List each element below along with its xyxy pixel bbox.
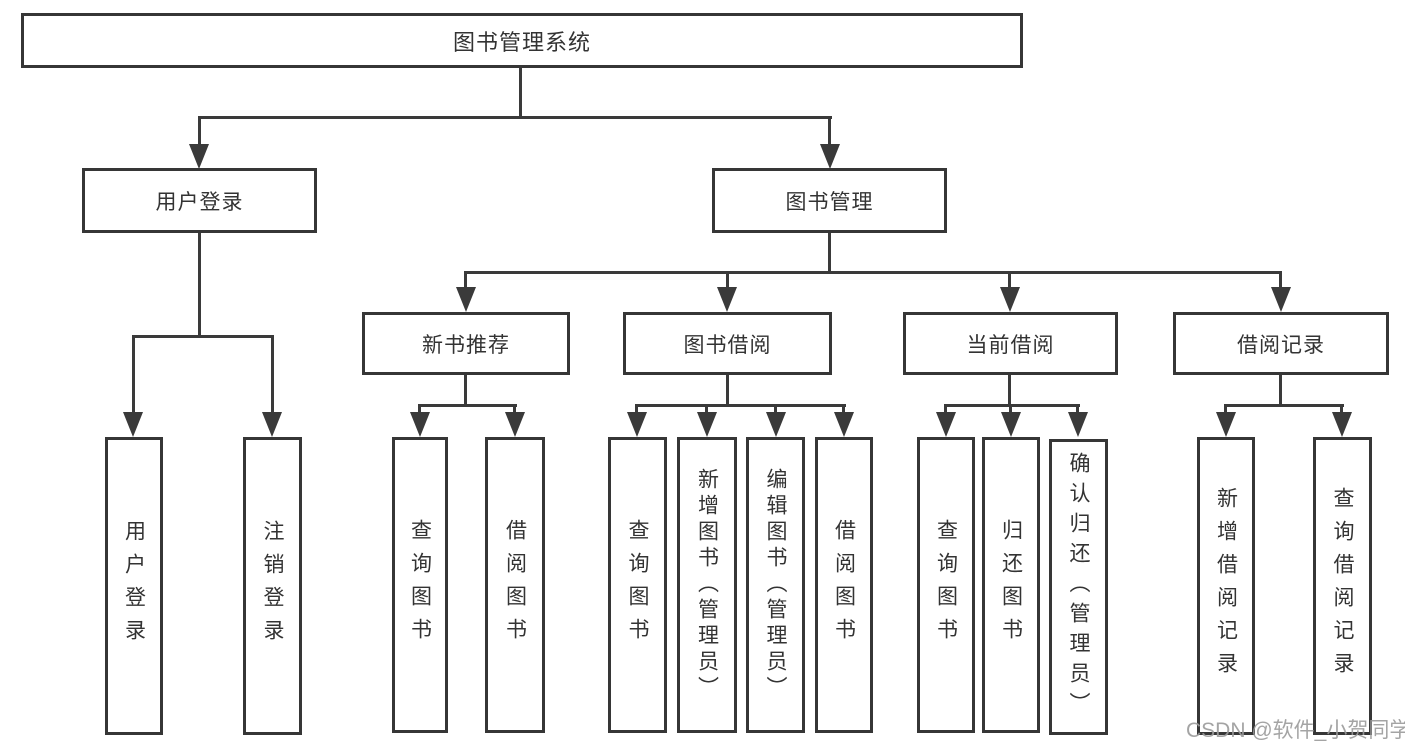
connector-bb-drop	[726, 375, 729, 407]
connector-stub-book-mgmt	[828, 116, 831, 148]
connector-user-drop	[198, 233, 201, 338]
node-root: 图书管理系统	[21, 13, 1023, 68]
node-leaf-user-login: 用户登录	[105, 437, 163, 735]
node-book-mgmt-label: 图书管理	[785, 190, 874, 214]
arrowhead-rec-query	[410, 412, 430, 437]
connector-stub-book-borrow	[726, 271, 729, 293]
connector-stub-rec-query	[418, 404, 421, 418]
node-new-book-rec-label: 新书推荐	[422, 333, 510, 357]
watermark: CSDN @软件_小贺同学	[1186, 719, 1405, 742]
connector-stub-cb-confirm	[1076, 404, 1079, 418]
connector-level1-spread	[198, 116, 832, 119]
node-bb-edit-books-label: 编辑图书（管理员）	[764, 468, 787, 702]
arrowhead-book-mgmt	[820, 144, 840, 169]
connector-cb-spread	[945, 404, 1080, 407]
node-borrow-records: 借阅记录	[1173, 312, 1389, 375]
connector-stub-br-query	[1340, 404, 1343, 418]
connector-user-spread	[132, 335, 274, 338]
connector-level3-spread	[464, 271, 1282, 274]
node-leaf-logout: 注销登录	[243, 437, 302, 735]
node-user-login: 用户登录	[82, 168, 317, 233]
node-cb-confirm-return-label: 确认归还（管理员）	[1067, 452, 1090, 722]
connector-rec-drop	[464, 375, 467, 407]
node-bb-query-books: 查询图书	[608, 437, 667, 733]
arrowhead-bb-query	[627, 412, 647, 437]
connector-stub-borrow-records	[1279, 271, 1282, 293]
node-br-query-record: 查询借阅记录	[1313, 437, 1372, 735]
arrowhead-borrow-records	[1271, 287, 1291, 312]
node-book-mgmt: 图书管理	[712, 168, 947, 233]
arrowhead-leaf-user-login	[123, 412, 143, 437]
node-bb-borrow-books-label: 借阅图书	[832, 519, 856, 651]
connector-bb-spread	[636, 404, 846, 407]
arrowhead-br-query	[1332, 412, 1352, 437]
node-user-login-label: 用户登录	[155, 190, 244, 214]
arrowhead-current-borrow	[1000, 287, 1020, 312]
node-current-borrow-label: 当前借阅	[966, 333, 1055, 357]
connector-root-drop	[519, 68, 522, 118]
node-bb-add-books: 新增图书（管理员）	[677, 437, 737, 733]
connector-br-drop	[1279, 375, 1282, 407]
connector-cb-drop	[1008, 375, 1011, 407]
connector-stub-rec-borrow	[513, 404, 516, 418]
node-cb-query-books: 查询图书	[917, 437, 975, 733]
connector-stub-bb-query	[635, 404, 638, 418]
connector-stub-leaf-logout	[271, 335, 274, 419]
connector-stub-user-login	[198, 116, 201, 148]
arrowhead-new-book-rec	[456, 287, 476, 312]
connector-stub-cb-query	[944, 404, 947, 418]
node-br-add-record: 新增借阅记录	[1197, 437, 1255, 735]
arrowhead-leaf-logout	[262, 412, 282, 437]
node-br-query-record-label: 查询借阅记录	[1331, 487, 1354, 685]
connector-rec-spread	[419, 404, 517, 407]
connector-stub-current-borrow	[1008, 271, 1011, 293]
node-root-label: 图书管理系统	[452, 29, 591, 55]
arrowhead-cb-query	[936, 412, 956, 437]
arrowhead-user-login	[189, 144, 209, 169]
connector-stub-bb-borrow	[842, 404, 845, 418]
node-rec-query-books-label: 查询图书	[408, 519, 432, 651]
node-rec-borrow-books: 借阅图书	[485, 437, 545, 733]
arrowhead-cb-confirm	[1068, 412, 1088, 437]
node-cb-confirm-return: 确认归还（管理员）	[1049, 439, 1108, 735]
node-br-add-record-label: 新增借阅记录	[1214, 487, 1238, 685]
arrowhead-rec-borrow	[505, 412, 525, 437]
connector-stub-leaf-user-login	[132, 335, 135, 419]
connector-stub-bb-add	[705, 404, 708, 418]
node-book-borrow-label: 图书借阅	[683, 333, 772, 357]
arrowhead-bb-edit	[766, 412, 786, 437]
node-borrow-records-label: 借阅记录	[1237, 333, 1325, 357]
node-new-book-rec: 新书推荐	[362, 312, 570, 375]
connector-stub-bb-edit	[774, 404, 777, 418]
connector-bookmgmt-drop	[828, 233, 831, 274]
arrowhead-cb-return	[1001, 412, 1021, 437]
arrowhead-bb-borrow	[834, 412, 854, 437]
node-book-borrow: 图书借阅	[623, 312, 832, 375]
connector-stub-br-add	[1224, 404, 1227, 418]
connector-stub-cb-return	[1009, 404, 1012, 418]
connector-stub-new-book-rec	[464, 271, 467, 293]
node-cb-return-books: 归还图书	[982, 437, 1040, 733]
node-rec-query-books: 查询图书	[392, 437, 448, 733]
arrowhead-book-borrow	[717, 287, 737, 312]
node-rec-borrow-books-label: 借阅图书	[503, 519, 527, 651]
node-bb-borrow-books: 借阅图书	[815, 437, 873, 733]
node-current-borrow: 当前借阅	[903, 312, 1118, 375]
node-cb-query-books-label: 查询图书	[934, 519, 958, 651]
arrowhead-bb-add	[697, 412, 717, 437]
node-leaf-user-login-label: 用户登录	[122, 520, 146, 652]
arrowhead-br-add	[1216, 412, 1236, 437]
node-bb-edit-books: 编辑图书（管理员）	[746, 437, 805, 733]
node-bb-query-books-label: 查询图书	[626, 519, 649, 651]
node-bb-add-books-label: 新增图书（管理员）	[695, 468, 719, 702]
node-cb-return-books-label: 归还图书	[999, 519, 1023, 651]
connector-br-spread	[1225, 404, 1344, 407]
node-leaf-logout-label: 注销登录	[261, 520, 284, 652]
